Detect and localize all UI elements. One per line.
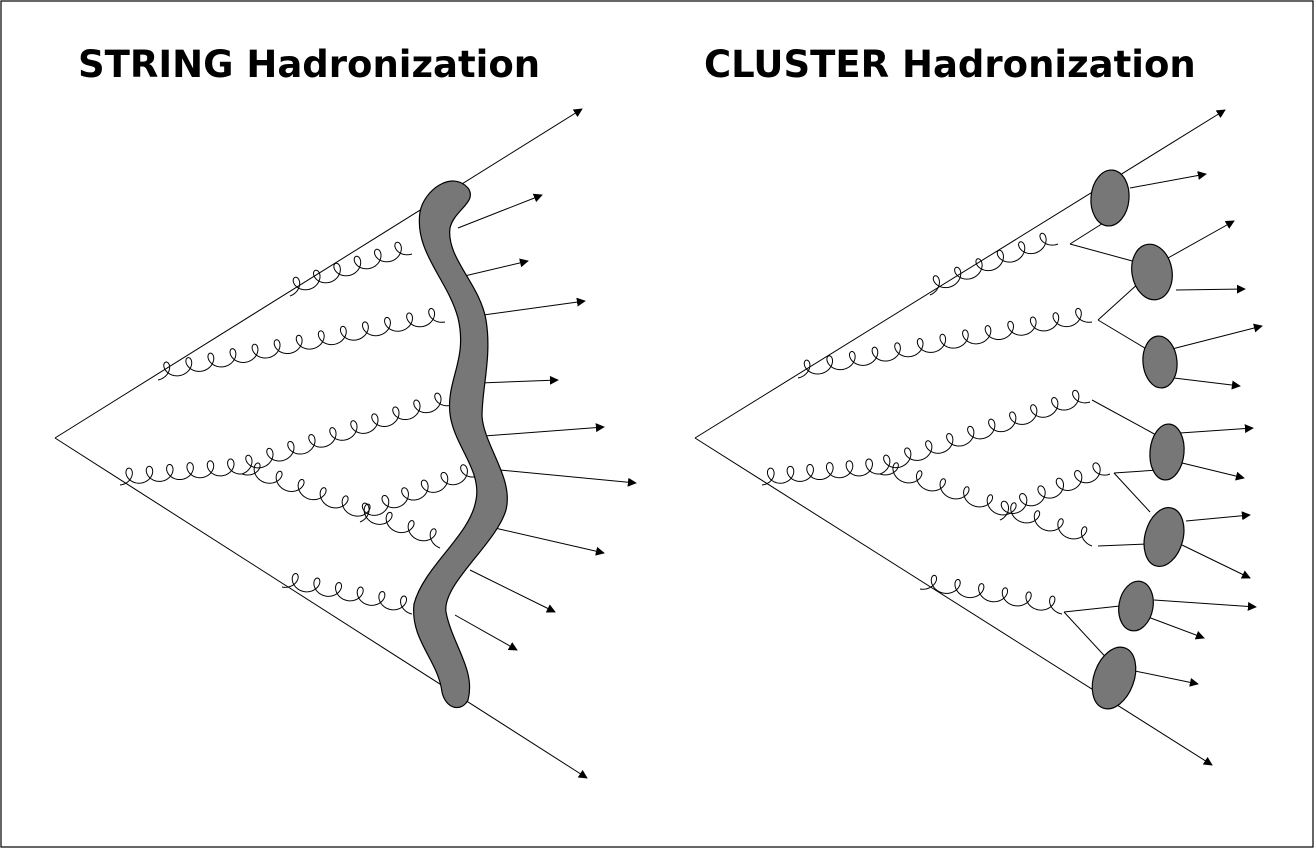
cluster-hadron-arrow [1153, 599, 1257, 611]
cluster-blob [1149, 423, 1185, 481]
cluster-link [1069, 243, 1137, 263]
gluon-line [929, 232, 1059, 296]
cluster-hadron-arrow [1167, 220, 1235, 259]
cluster-title: CLUSTER Hadronization [704, 43, 1196, 86]
antiquark-line [54, 437, 588, 779]
cluster-hadronization-diagram [694, 109, 1263, 766]
antiquark-line [694, 437, 1213, 766]
cluster-hadron-arrow [1173, 377, 1241, 390]
gluon-line [289, 241, 413, 297]
string-hadronization-diagram [54, 108, 637, 779]
cluster-blob [1118, 580, 1154, 632]
string-hadron-arrow [499, 469, 637, 487]
gluon-line [879, 389, 1091, 475]
gluon-line [359, 464, 479, 523]
gluon-line [761, 458, 881, 486]
string-hadron-arrow [455, 258, 529, 279]
cluster-link [1113, 472, 1151, 513]
cluster-blob [1091, 646, 1137, 710]
gluon-line [999, 462, 1111, 521]
gluon-line [919, 574, 1063, 615]
cluster-hadron-arrow [1181, 544, 1251, 579]
cluster-blob [1143, 507, 1185, 567]
gluon-line [157, 308, 446, 381]
gluon-line [281, 573, 413, 615]
cluster-blob [1131, 243, 1173, 301]
quark-line [54, 108, 583, 439]
cluster-link [1113, 469, 1159, 474]
string-title: STRING Hadronization [78, 43, 540, 86]
string-hadron-arrow [457, 193, 543, 229]
string-hadron-arrow [454, 614, 518, 651]
string-hadron-arrow [479, 375, 559, 385]
string-hadron-arrow [475, 297, 586, 317]
cluster-blob [1142, 335, 1178, 389]
cluster-hadron-arrow [1129, 171, 1207, 189]
string-hadron-arrow [483, 423, 605, 437]
cluster-link [1063, 605, 1121, 613]
cluster-blob [1090, 169, 1130, 227]
color-string [413, 180, 508, 709]
quark-line [694, 109, 1226, 439]
cluster-link [1091, 399, 1159, 437]
cluster-hadron-arrow [1185, 511, 1251, 522]
cluster-hadron-arrow [1177, 461, 1245, 481]
gluon-line [241, 462, 441, 549]
string-hadron-arrow [469, 569, 556, 613]
cluster-link [1097, 543, 1147, 547]
cluster-hadron-arrow [1171, 323, 1263, 350]
cluster-hadron-arrow [1175, 284, 1246, 294]
string-hadron-arrow [485, 525, 605, 556]
cluster-hadron-arrow [1179, 424, 1254, 434]
cluster-hadron-arrow [1147, 616, 1205, 640]
cluster-link [1097, 319, 1149, 351]
gluon-line [241, 392, 453, 475]
cluster-link [1097, 281, 1141, 321]
cluster-hadron-arrow [1129, 669, 1199, 687]
gluon-line [879, 462, 1093, 547]
gluon-line [119, 458, 243, 486]
gluon-line [797, 307, 1093, 379]
